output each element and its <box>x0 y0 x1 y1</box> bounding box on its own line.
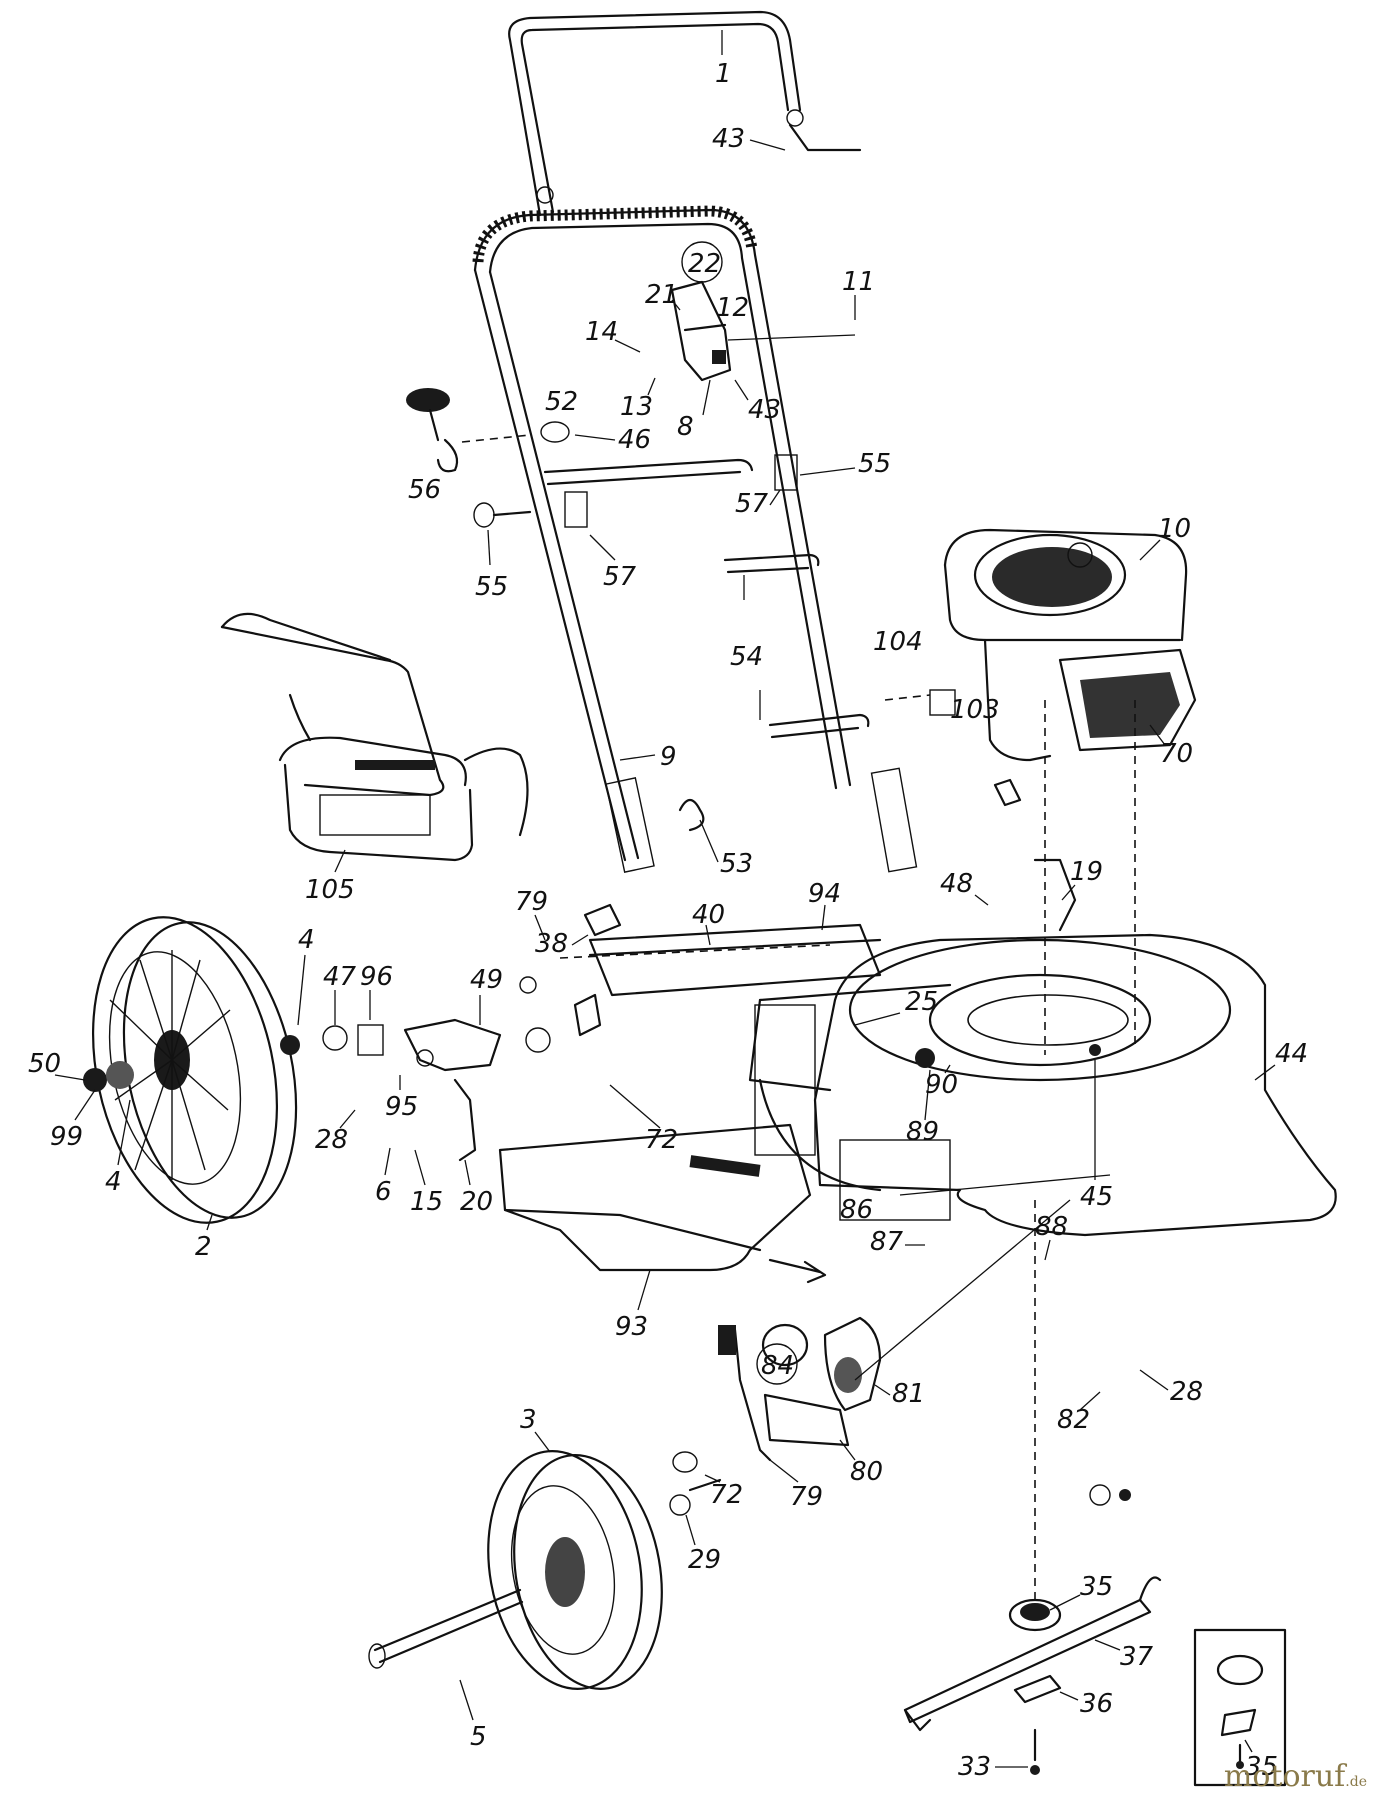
handle-knob <box>406 388 798 528</box>
part-label: 1 <box>715 59 732 89</box>
part-label: 53 <box>720 849 753 879</box>
blade <box>903 1200 1162 1775</box>
part-labels: 1 43 22 21 12 11 14 13 8 43 52 46 56 55 … <box>28 30 1308 1782</box>
part-label: 57 <box>735 489 769 519</box>
watermark-logo: motoruf.de <box>1224 1759 1367 1794</box>
part-label: 103 <box>950 695 1000 725</box>
front-wheel <box>368 1450 722 1690</box>
engine <box>884 528 1197 762</box>
inset-blade-adapter <box>1193 1628 1287 1787</box>
part-label: 88 <box>1035 1212 1068 1242</box>
part-label: 70 <box>1160 739 1193 769</box>
part-label: 99 <box>50 1122 83 1152</box>
part-label: 28 <box>1170 1377 1203 1407</box>
part-label: 4 <box>298 925 315 955</box>
control-switch <box>670 241 856 382</box>
part-label: 79 <box>515 887 548 917</box>
part-label: 90 <box>925 1070 958 1100</box>
part-label: 33 <box>958 1752 991 1782</box>
part-label: 40 <box>692 900 725 930</box>
rear-shield <box>498 1123 827 1284</box>
rear-wheel <box>83 916 384 1224</box>
part-label: 2 <box>195 1232 212 1262</box>
part-label: 13 <box>620 392 653 422</box>
mower-deck <box>748 700 1337 1237</box>
part-label: 4 <box>105 1167 122 1197</box>
part-label: 72 <box>645 1125 678 1155</box>
part-84-circled: 84 <box>756 1343 798 1385</box>
part-label: 43 <box>712 124 745 154</box>
part-label: 19 <box>1070 857 1103 887</box>
upper-handle <box>508 10 862 217</box>
part-label: 52 <box>545 387 578 417</box>
part-label: 9 <box>660 742 677 772</box>
part-label: 3 <box>520 1405 537 1435</box>
rear-axle <box>403 923 882 1162</box>
part-label: 80 <box>850 1457 883 1487</box>
part-label: 20 <box>460 1187 493 1217</box>
part-label: 14 <box>585 317 618 347</box>
part-label: 10 <box>1158 514 1191 544</box>
part-label: 29 <box>688 1545 721 1575</box>
part-label: 86 <box>840 1195 873 1225</box>
part-label: 38 <box>535 929 568 959</box>
part-label: 57 <box>603 562 637 592</box>
part-label: 22 <box>688 249 721 279</box>
part-label: 79 <box>790 1482 823 1512</box>
grass-bag <box>220 612 529 862</box>
part-label: 35 <box>1080 1572 1113 1602</box>
part-label: 105 <box>305 875 355 905</box>
part-label: 36 <box>1080 1689 1113 1719</box>
part-label: 89 <box>906 1117 939 1147</box>
part-label: 94 <box>808 879 841 909</box>
part-label: 46 <box>618 425 651 455</box>
part-label: 93 <box>615 1312 648 1342</box>
part-label: 47 <box>323 962 357 992</box>
part-label: 12 <box>716 293 749 323</box>
part-label: 56 <box>408 475 441 505</box>
part-label: 50 <box>28 1049 61 1079</box>
part-label: 87 <box>870 1227 904 1257</box>
part-label: 81 <box>892 1379 925 1409</box>
part-label: 55 <box>858 449 891 479</box>
front-height-adjuster <box>718 1316 882 1462</box>
part-label: 8 <box>677 412 694 442</box>
part-label: 11 <box>842 267 875 297</box>
part-label: 37 <box>1120 1642 1154 1672</box>
part-label: 43 <box>748 395 781 425</box>
part-label: 72 <box>710 1480 743 1510</box>
watermark-tld: .de <box>1345 1774 1367 1790</box>
part-label: 84 <box>761 1351 794 1381</box>
part-label: 96 <box>360 962 393 992</box>
part-label: 21 <box>645 280 678 310</box>
part-label: 28 <box>315 1125 348 1155</box>
part-label: 25 <box>905 987 938 1017</box>
cable-guides <box>723 553 870 739</box>
part-label: 82 <box>1057 1405 1090 1435</box>
part-label: 35 <box>1245 1752 1278 1782</box>
part-label: 15 <box>410 1187 443 1217</box>
part-label: 6 <box>375 1177 392 1207</box>
part-label: 45 <box>1080 1182 1113 1212</box>
lower-handle <box>472 205 918 873</box>
part-label: 54 <box>730 642 763 672</box>
part-label: 44 <box>1275 1039 1308 1069</box>
part-label: 49 <box>470 965 503 995</box>
part-label: 48 <box>940 869 973 899</box>
part-label: 55 <box>475 572 508 602</box>
part-label: 5 <box>470 1722 487 1752</box>
misc-fasteners <box>583 778 1131 1506</box>
part-label: 104 <box>873 627 923 657</box>
watermark-text: motoruf <box>1223 1759 1346 1794</box>
part-label: 95 <box>385 1092 418 1122</box>
